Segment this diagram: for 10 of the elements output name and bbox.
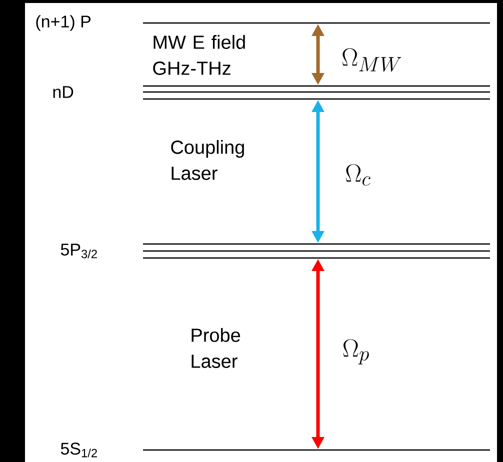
energy-level: 5P$_{3/2}$ — [60, 243, 490, 259]
energy-level: (n+1) P — [36, 15, 490, 31]
rabi-frequency: $\Omega_{c}$ — [344, 164, 372, 186]
rabi-frequency: $\Omega_{p}$ — [341, 338, 371, 366]
rabi-frequency: $\Omega_{MW}$ — [340, 48, 404, 72]
transition-label: MW E field GHz-THz — [153, 35, 245, 75]
transition-label: Probe Laser — [192, 328, 240, 368]
energy-level: nD — [53, 85, 490, 100]
energy-level: 5S$_{1/2}$ — [60, 442, 490, 458]
transition-label: Coupling Laser — [171, 140, 244, 180]
